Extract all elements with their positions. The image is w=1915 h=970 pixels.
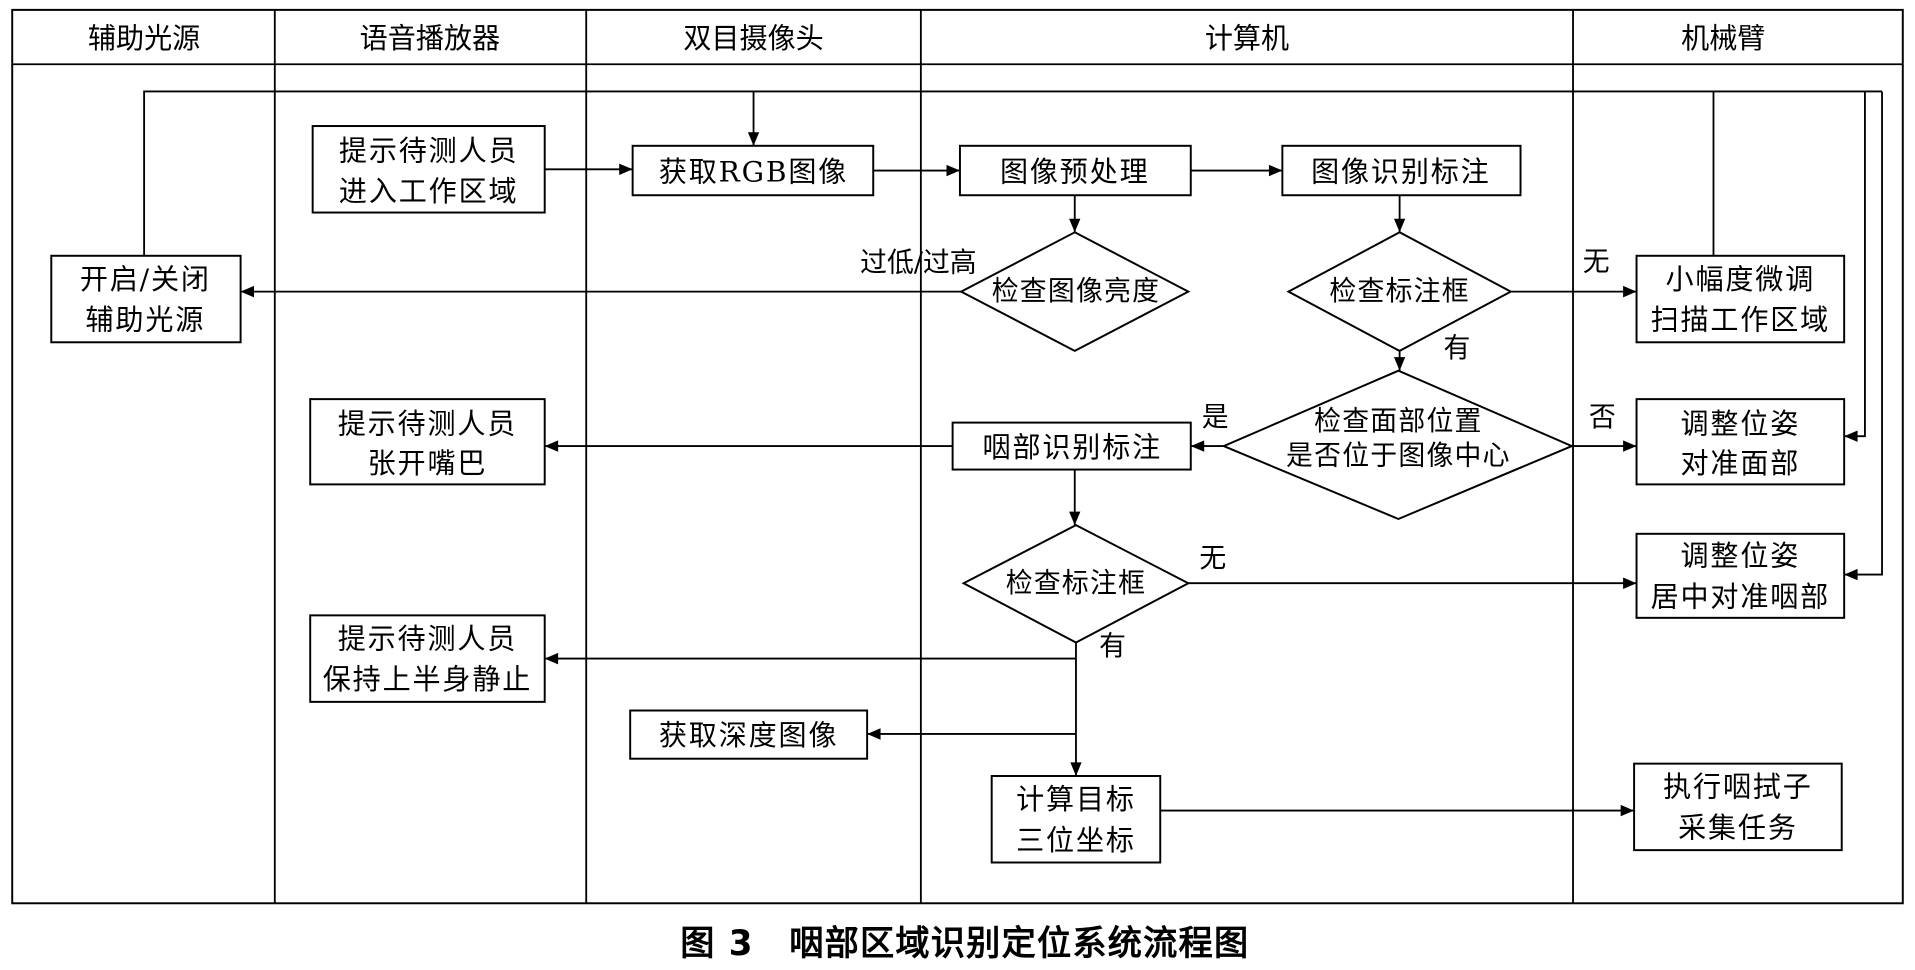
node-preprocess-box: [958, 144, 1192, 197]
node-throat-recognize: 咽部识别标注: [951, 421, 1192, 471]
arrow-loop-to-center-throat: [1844, 91, 1883, 581]
lane-header-aux-light: 辅助光源: [88, 22, 200, 55]
node-prompt-open-line-2: 张开嘴巴: [368, 447, 488, 480]
node-center-throat-box: [1635, 532, 1846, 619]
lane-header-stereo-camera: 双目摄像头: [683, 22, 823, 55]
decision-check-box-2-text: 检查标注框: [1006, 568, 1146, 599]
node-prompt-open-line-1: 提示待测人员: [338, 407, 518, 440]
node-fine-tune-line-2: 扫描工作区域: [1651, 303, 1831, 336]
decision-check-brightness: 检查图像亮度: [959, 231, 1191, 353]
node-align-face-line-1: 调整位姿: [1681, 407, 1801, 440]
decision-check-box-1: 检查标注框: [1286, 231, 1513, 353]
node-recognize-box: [1281, 144, 1522, 197]
edge-label-none-1: 无: [1583, 246, 1610, 277]
node-get-rgb-text: 获取RGB图像: [659, 155, 848, 188]
node-compute-box: [990, 775, 1162, 864]
node-center-throat: 调整位姿 居中对准咽部: [1635, 532, 1846, 619]
decision-check-face: 检查面部位置 是否位于图像中心: [1221, 369, 1575, 521]
node-prompt-enter: 提示待测人员 进入工作区域: [311, 125, 546, 214]
decision-check-box-2-diamond: [961, 524, 1191, 644]
node-prompt-enter-box: [311, 125, 546, 214]
node-get-depth: 获取深度图像: [629, 709, 869, 760]
node-prompt-open-box: [309, 398, 546, 486]
lane-header-robot-arm: 机械臂: [1681, 22, 1765, 55]
node-execute-box: [1633, 762, 1843, 852]
node-fine-tune: 小幅度微调 扫描工作区域: [1635, 254, 1846, 344]
decision-check-face-line-2: 是否位于图像中心: [1286, 440, 1511, 471]
node-get-depth-box: [629, 709, 869, 760]
node-fine-tune-box: [1635, 254, 1846, 344]
node-get-depth-text: 获取深度图像: [659, 719, 839, 752]
node-compute-line-1: 计算目标: [1016, 783, 1136, 816]
decision-check-box-1-diamond: [1286, 231, 1513, 353]
node-compute-line-2: 三位坐标: [1016, 824, 1136, 857]
edge-label-too-low-high: 过低/过高: [860, 248, 976, 279]
node-prompt-still-box: [309, 614, 546, 703]
decision-check-face-diamond: [1221, 369, 1575, 521]
node-execute-line-1: 执行咽拭子: [1663, 771, 1813, 804]
node-prompt-enter-line-1: 提示待测人员: [339, 134, 519, 167]
node-compute: 计算目标 三位坐标: [990, 775, 1162, 864]
node-light-toggle-line-2: 辅助光源: [86, 303, 206, 336]
node-preprocess-text: 图像预处理: [1000, 155, 1150, 188]
node-fine-tune-line-1: 小幅度微调: [1666, 263, 1816, 296]
arrow-loop-to-align-face: [1844, 91, 1866, 442]
node-light-toggle-box: [50, 254, 242, 344]
node-recognize: 图像识别标注: [1281, 144, 1522, 197]
edge-label-none-2: 无: [1199, 543, 1226, 574]
lane-header-computer: 计算机: [1205, 22, 1289, 55]
decision-check-box-2: 检查标注框: [961, 524, 1191, 644]
decision-check-box-1-text: 检查标注框: [1329, 276, 1469, 307]
node-prompt-open: 提示待测人员 张开嘴巴: [309, 398, 546, 486]
node-align-face-box: [1635, 398, 1846, 486]
node-get-rgb-box: [631, 144, 875, 197]
node-execute-line-2: 采集任务: [1678, 811, 1798, 844]
loop-line-light-to-top: [143, 90, 1883, 256]
edge-label-has-2: 有: [1099, 631, 1126, 662]
node-prompt-still-line-1: 提示待测人员: [338, 622, 518, 655]
diagram-frame: [11, 8, 1904, 905]
node-preprocess: 图像预处理: [958, 144, 1192, 197]
node-light-toggle-line-1: 开启/关闭: [80, 263, 211, 296]
node-prompt-still-line-2: 保持上半身静止: [323, 663, 532, 696]
node-center-throat-line-2: 居中对准咽部: [1651, 580, 1831, 613]
decision-check-brightness-diamond: [959, 231, 1191, 353]
lane-header-voice-player: 语音播放器: [360, 22, 500, 55]
node-recognize-text: 图像识别标注: [1311, 155, 1491, 188]
decision-check-brightness-text: 检查图像亮度: [992, 276, 1160, 307]
node-execute: 执行咽拭子 采集任务: [1633, 762, 1843, 852]
figure-caption: 图 3 咽部区域识别定位系统流程图: [680, 924, 1249, 964]
edge-label-yes: 是: [1202, 402, 1229, 433]
node-throat-recognize-text: 咽部识别标注: [983, 431, 1163, 464]
node-center-throat-line-1: 调整位姿: [1681, 539, 1801, 572]
node-get-rgb: 获取RGB图像: [631, 144, 875, 197]
node-prompt-still: 提示待测人员 保持上半身静止: [309, 614, 546, 703]
decision-check-face-line-1: 检查面部位置: [1314, 406, 1482, 437]
node-throat-recognize-box: [951, 421, 1192, 471]
node-light-toggle: 开启/关闭 辅助光源: [50, 254, 242, 344]
edge-label-no: 否: [1589, 402, 1616, 433]
node-prompt-enter-line-2: 进入工作区域: [339, 175, 519, 208]
node-align-face: 调整位姿 对准面部: [1635, 398, 1846, 486]
node-align-face-line-2: 对准面部: [1681, 447, 1801, 480]
edge-label-has-1: 有: [1444, 333, 1471, 364]
